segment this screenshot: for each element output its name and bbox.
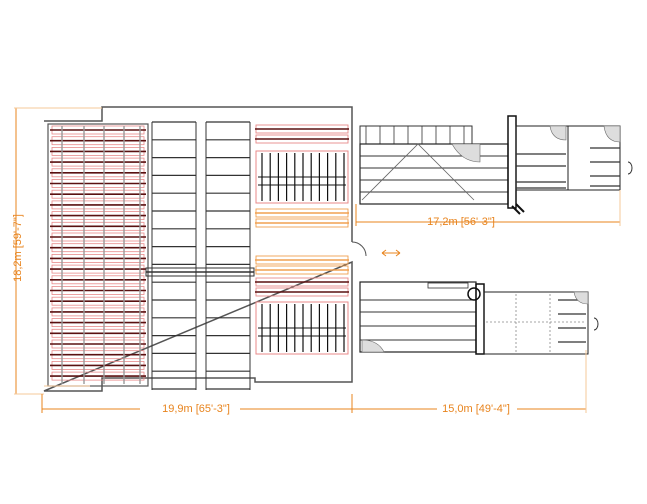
operator-handle: [627, 161, 633, 175]
cutting-table-lower: [359, 281, 477, 353]
picking-station: [255, 150, 349, 204]
table-corner-mesh: [573, 291, 589, 305]
picking-station: [255, 301, 349, 355]
unload-table-b: [567, 125, 621, 191]
processing-line-upper: [359, 115, 633, 215]
table-corner-mesh: [603, 125, 621, 143]
dimension-height-label: 18,2m [59'-7"]: [12, 214, 24, 282]
cutting-table-upper: [359, 143, 509, 205]
picking-area-lower: [255, 255, 349, 355]
picking-area-upper: [255, 124, 349, 228]
unload-table-lower: [483, 291, 589, 355]
bridge-gantry: [507, 115, 517, 209]
table-corner-mesh: [361, 339, 385, 353]
rack-block-outline: [47, 123, 149, 387]
transfer-lanes: [145, 121, 255, 390]
clamp-rail: [427, 282, 469, 289]
door-swing: [351, 241, 367, 257]
operator-handle: [593, 317, 599, 331]
dimension-storage-width-label: 19,9m [65'-3"]: [162, 403, 230, 415]
dimension-lower-line-width-label: 15,0m [49'-4"]: [442, 403, 510, 415]
table-corner-mesh: [451, 143, 481, 163]
conveyor-upper: [359, 125, 473, 145]
tool-head: [511, 203, 525, 215]
direction-arrow-icon: [381, 249, 401, 257]
table-diagonal: [361, 143, 475, 201]
processing-line-lower: [359, 281, 599, 355]
table-corner-mesh: [549, 125, 567, 141]
tool-head: [467, 287, 481, 301]
building-outline: [43, 106, 401, 392]
dimension-upper-line-width-label: 17,2m [56'-3"]: [427, 216, 495, 228]
building-wall: [44, 106, 353, 242]
storage-racks-left: [47, 123, 149, 387]
building-wall: [43, 260, 353, 392]
